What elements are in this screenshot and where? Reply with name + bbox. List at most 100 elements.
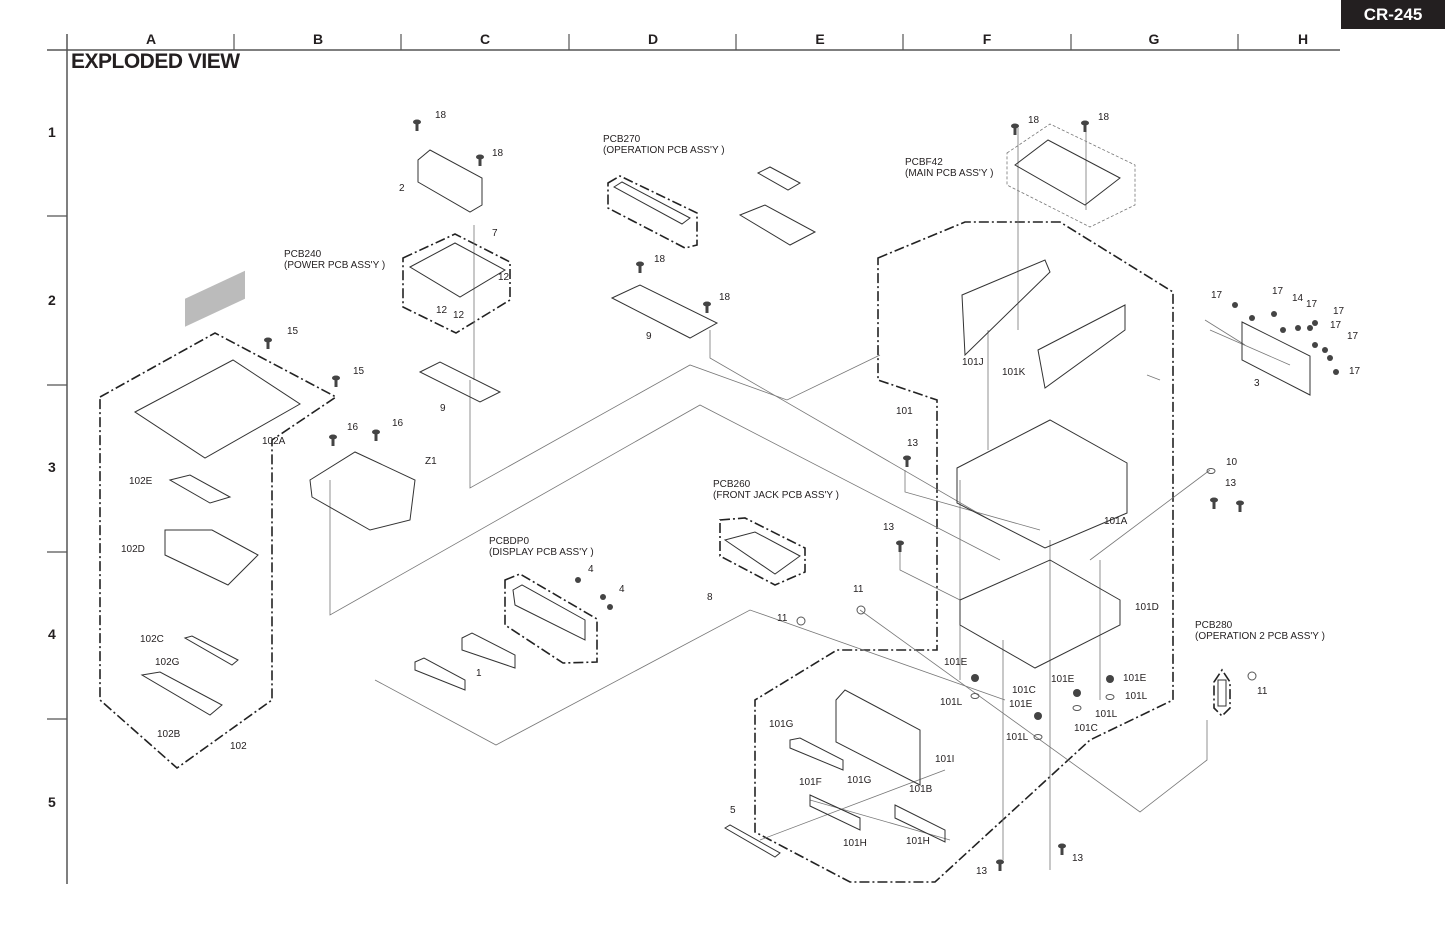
callout-label: 101E [1051,674,1075,685]
callout-label: 17 [1333,306,1345,317]
callout-label: 101L [1125,691,1148,702]
callout-label: 17 [1349,366,1361,377]
column-label-h: H [1297,31,1309,47]
assembly-name: (MAIN PCB ASS'Y ) [905,168,994,179]
assembly-lines [329,128,1291,870]
part-display-window [414,657,466,691]
assembly-label-pcbf42: PCBF42 (MAIN PCB ASS'Y ) [905,157,993,179]
callout-label: 101D [1135,602,1159,613]
column-label-e: E [815,31,825,47]
callout-label: 16 [347,422,359,433]
callout-label: 3 [1254,378,1260,389]
part-cover-101a [956,419,1128,549]
callout-label: 2 [399,183,405,194]
callout-label: 9 [646,331,652,342]
callout-label: 102 [230,741,247,752]
part-panel-101j [961,259,1051,357]
part-pcb240 [408,242,507,298]
group-outline-pcb270 [607,175,698,249]
callout-label: 101A [1104,516,1128,527]
assembly-code: PCB280 [1195,620,1233,631]
part-102b [140,671,223,716]
callout-label: 102D [121,544,145,555]
assembly-name: (OPERATION 2 PCB ASS'Y ) [1195,631,1325,642]
column-label-b: B [312,31,324,47]
callout-label: 13 [1225,478,1237,489]
callout-label: 101B [909,784,933,795]
callout-label: 101L [940,697,963,708]
callout-label: 102A [262,436,286,447]
callout-label: 101H [843,838,867,849]
callout-label: 101 [896,406,913,417]
part-bracket-2 [417,149,483,213]
assembly-name: (DISPLAY PCB ASS'Y ) [489,547,594,558]
part-101f [789,737,844,771]
column-label-d: D [647,31,659,47]
part-display-holder-1 [461,632,516,669]
part-panel-101k [1037,304,1126,389]
part-tray-102d [164,529,259,586]
assembly-name: (FRONT JACK PCB ASS'Y ) [713,490,840,501]
callout-label: 16 [392,418,404,429]
row-label-5: 5 [48,794,56,810]
part-pcb270-board [613,181,691,225]
group-outline-pcb280 [1213,668,1231,718]
callout-label: 4 [619,584,625,595]
callout-label: 101E [1009,699,1033,710]
assembly-label-pcb240: PCB240 (POWER PCB ASS'Y ) [284,249,385,271]
group-outline-pcb260 [719,517,806,586]
part-ffc-holder [756,166,802,191]
part-front-panel-101b [835,689,921,786]
callout-label: 102B [157,729,181,740]
group-outline-pcb240 [402,233,511,334]
callout-label: 101G [769,719,794,730]
assembly-code: PCB270 [603,134,641,145]
column-dividers [233,34,1239,50]
callout-label: 7 [492,228,498,239]
callout-label: 101J [962,357,984,368]
callout-label: 18 [435,110,447,121]
callout-label: 101F [799,777,822,788]
assembly-code: PCBF42 [905,157,943,168]
callout-label: 15 [287,326,299,337]
column-label-a: A [145,31,157,47]
part-vent-grille [185,270,245,327]
assembly-code: PCB260 [713,479,751,490]
screws [264,119,1339,871]
model-badge: CR-245 [1341,0,1445,29]
callout-label: 11 [853,584,864,595]
callout-label: 101I [935,754,955,765]
part-cd-mechanism-z1 [309,451,416,531]
assembly-label-pcbdp0: PCBDP0 (DISPLAY PCB ASS'Y ) [489,536,594,558]
part-102e [168,474,232,504]
callout-label: 17 [1347,331,1359,342]
callout-label: 18 [654,254,666,265]
assembly-label-pcb280: PCB280 (OPERATION 2 PCB ASS'Y ) [1195,620,1325,642]
column-label-g: G [1148,31,1160,47]
callout-label: 18 [719,292,731,303]
row-label-2: 2 [48,292,56,308]
callout-label: 15 [353,366,365,377]
callout-label: 102C [140,634,164,645]
callout-label: 4 [588,564,594,575]
assembly-code: PCBDP0 [489,536,530,547]
group-outline-101 [754,221,1174,883]
callout-label: 17 [1272,286,1284,297]
group-outline-pcbdp0 [504,573,598,664]
column-label-c: C [479,31,491,47]
callout-label: 101C [1074,723,1098,734]
callout-label: 12 [453,310,465,321]
assembly-code: PCB240 [284,249,322,260]
assembly-label-pcb270: PCB270 (OPERATION PCB ASS'Y ) [603,134,725,156]
row-dividers [47,215,67,720]
group-outline-pcbf42 [1006,123,1136,228]
part-5 [724,824,781,858]
callout-label: 8 [707,592,713,603]
part-101h-left [809,794,861,831]
callout-label: 13 [976,866,988,877]
callout-label: 101G [847,775,872,786]
callout-label: 13 [1072,853,1084,864]
